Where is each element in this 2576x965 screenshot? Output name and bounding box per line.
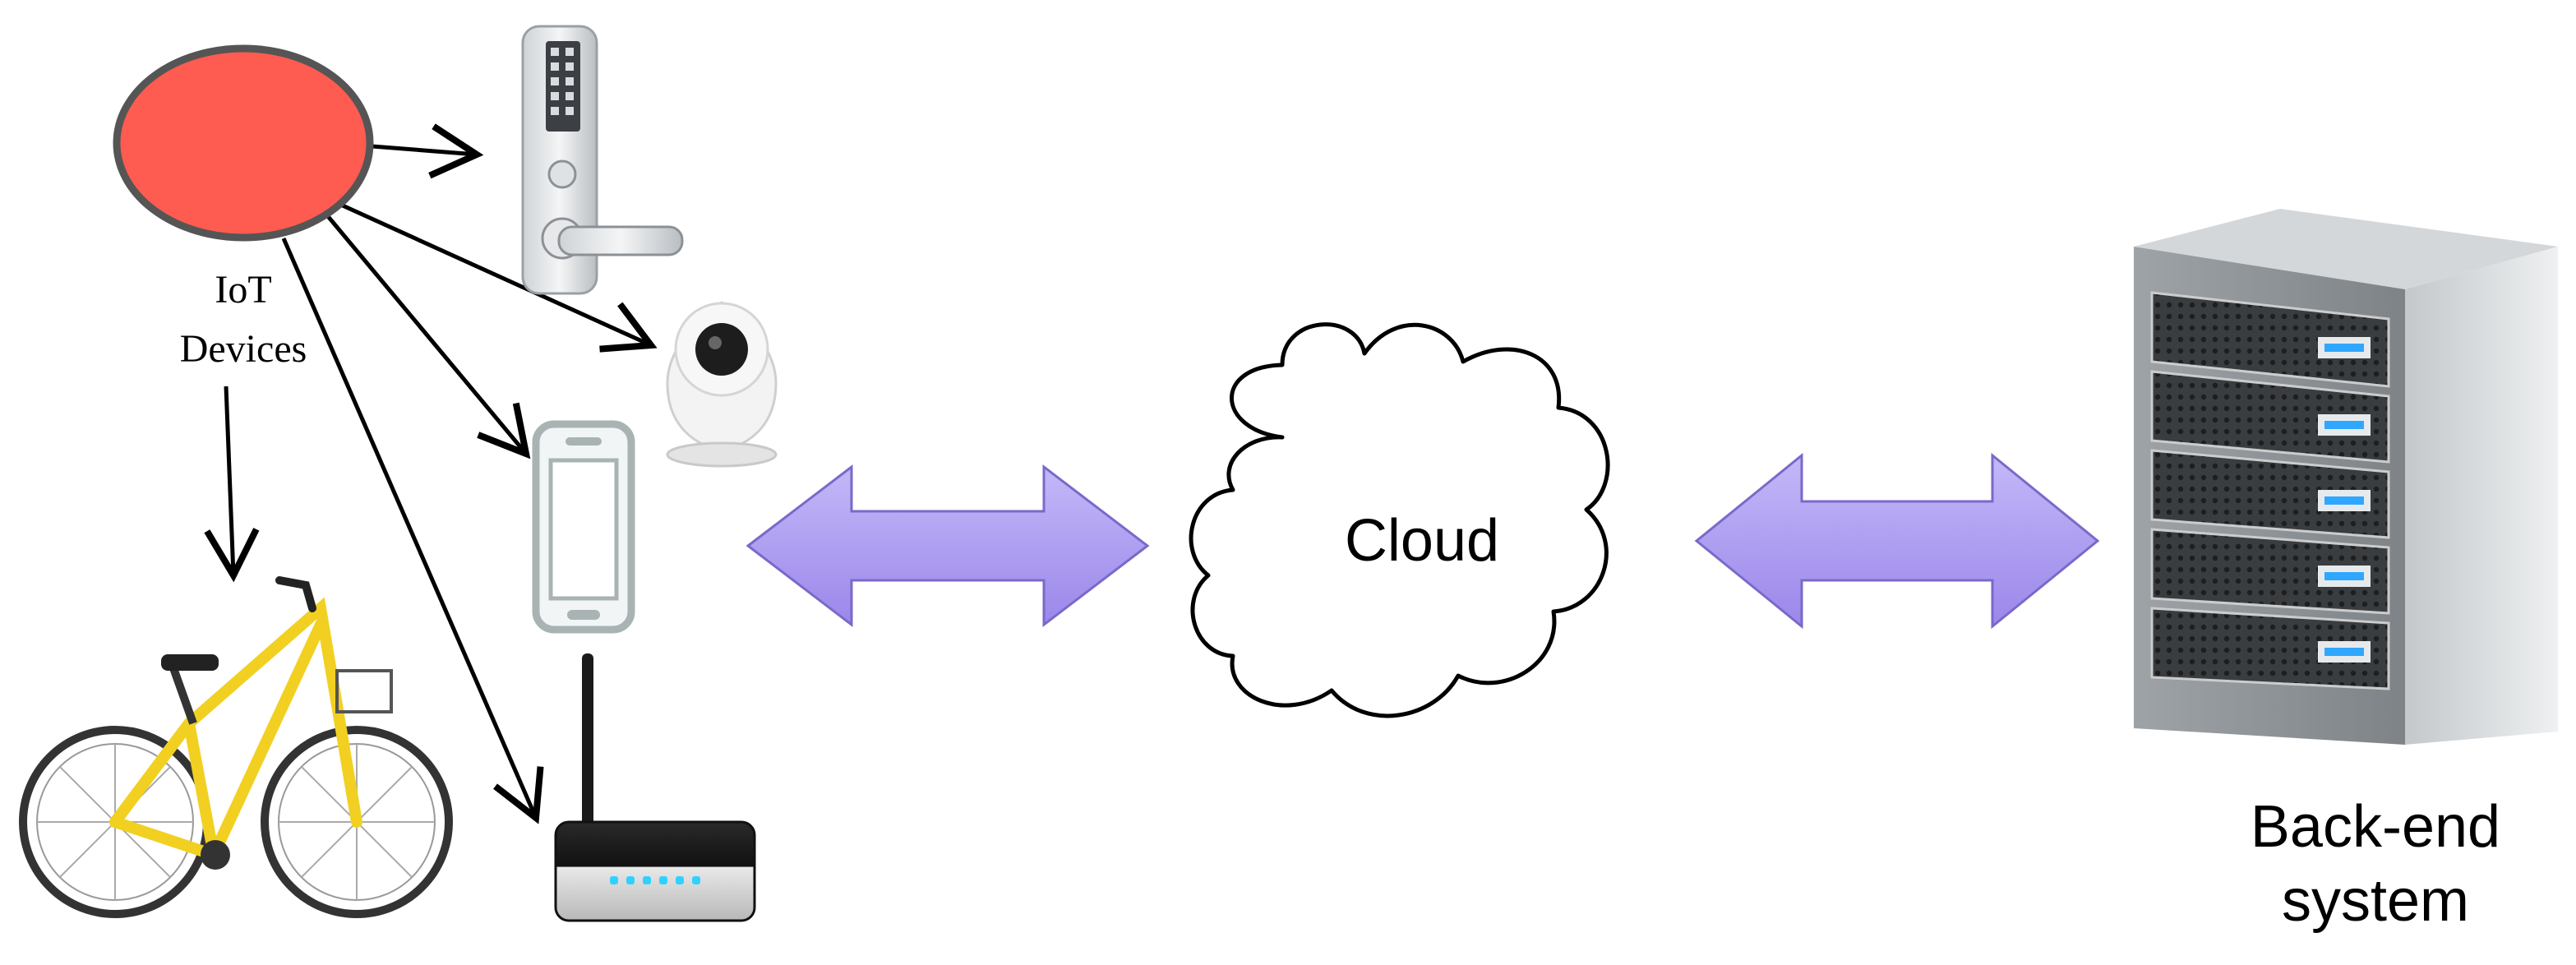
iot-node-ellipse	[113, 44, 374, 242]
arrow-to-router	[281, 238, 544, 824]
iot-label-line2: Devices	[180, 327, 307, 371]
device-cloud-double-arrow	[746, 464, 1150, 628]
backend-label-line1: Back-end	[2251, 794, 2500, 860]
iot-label-line1: IoT	[215, 268, 271, 312]
cloud-backend-double-arrow	[1694, 452, 2100, 630]
cloud-label: Cloud	[1345, 508, 1499, 574]
arrow-to-smartphone	[325, 214, 531, 459]
backend-label-line2: system	[2282, 868, 2469, 934]
arrow-to-camera	[290, 180, 658, 353]
device-connection-arrows	[204, 123, 658, 824]
arrow-to-door-lock	[361, 123, 484, 179]
smartphone-icon	[532, 420, 635, 634]
shared-bicycle-icon	[19, 576, 453, 918]
server-bays	[2150, 291, 2390, 690]
smart-door-lock-icon	[521, 25, 684, 295]
arrow-to-bicycle	[204, 386, 260, 583]
security-camera-icon	[666, 301, 778, 468]
wifi-router-icon	[554, 653, 756, 922]
iot-devices-node	[113, 44, 374, 242]
cloud-node	[1189, 322, 1610, 718]
server-rack-icon	[2134, 209, 2558, 745]
